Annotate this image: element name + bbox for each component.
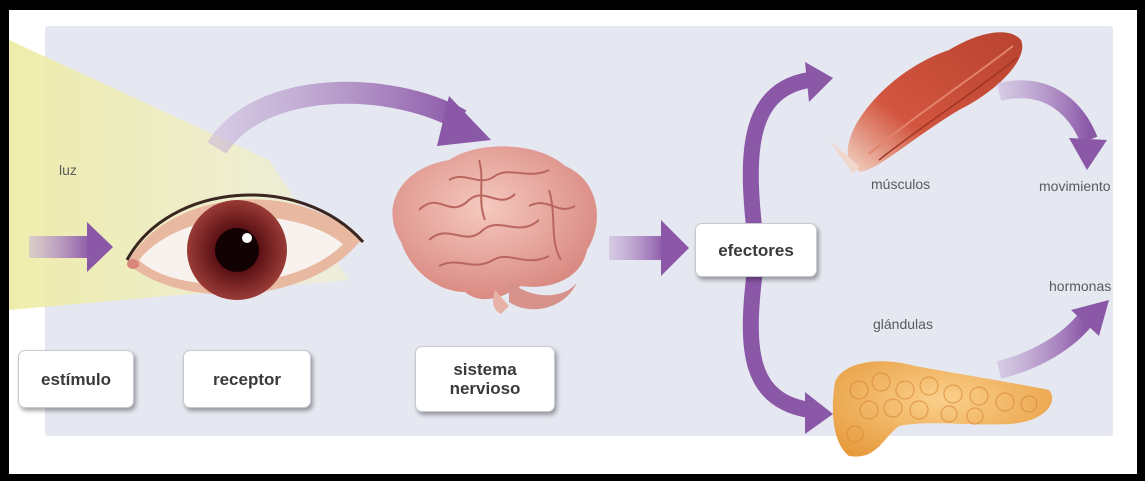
arrow-glands-to-hormones	[999, 300, 1109, 370]
gland-icon	[833, 361, 1052, 456]
arrow-receptor-to-brain	[217, 93, 491, 148]
nervous-system-label-line2: nervioso	[450, 379, 521, 398]
receptor-box: receptor	[183, 350, 311, 408]
arrow-muscles-to-movement	[999, 89, 1107, 170]
movement-label: movimiento	[1039, 178, 1111, 194]
glands-label: glándulas	[873, 316, 933, 332]
arrow-brain-to-effectors	[609, 220, 689, 276]
muscle-icon	[829, 32, 1022, 174]
brain-icon	[392, 146, 596, 314]
stimulus-box: estímulo	[18, 350, 134, 408]
effectors-box: efectores	[695, 223, 817, 277]
muscles-label: músculos	[871, 176, 930, 192]
receptor-label: receptor	[213, 370, 281, 389]
diagram-canvas: estímulo receptor sistema nervioso efect…	[9, 10, 1137, 474]
light-label: luz	[59, 162, 77, 178]
nervous-system-label-line1: sistema	[453, 360, 516, 379]
stimulus-label: estímulo	[41, 370, 111, 389]
effectors-label: efectores	[718, 241, 794, 260]
hormones-label: hormonas	[1049, 278, 1111, 294]
diagram-artwork	[9, 10, 1137, 474]
arrow-effectors-to-muscles	[751, 62, 833, 235]
arrow-effectors-to-glands	[751, 270, 833, 434]
nervous-system-box: sistema nervioso	[415, 346, 555, 412]
